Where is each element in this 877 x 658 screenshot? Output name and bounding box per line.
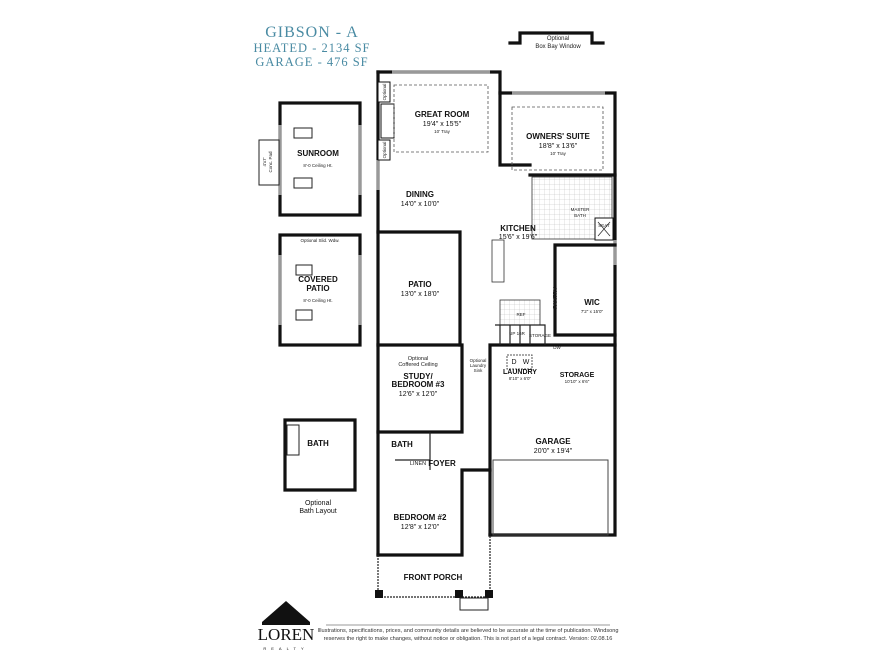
study-note: Optional <box>408 356 429 362</box>
garage-size: 20'0" x 19'4" <box>534 448 573 455</box>
plan-title: Gibson - A <box>265 24 359 41</box>
stairs-label: UP 16R <box>509 331 525 336</box>
bedroom2-size: 12'8" x 12'0" <box>401 524 440 531</box>
disclaimer-line: reserves the right to make changes, with… <box>324 636 613 642</box>
wic-size: 7'2" x 15'0" <box>581 309 604 314</box>
covered-patio-label: COVERED <box>298 275 338 284</box>
room-labels: GREAT ROOM 19'4" x 15'5" 10' Tray OWNERS… <box>262 110 610 582</box>
box-bay-label: Optional <box>547 36 569 42</box>
bedroom2-label: BEDROOM #2 <box>394 513 447 522</box>
sunroom-walls <box>258 101 362 217</box>
optional-bath-label: BATH <box>307 439 329 448</box>
covered-patio-note: Optional Slid. Wdw. <box>300 238 339 243</box>
kitchen-island <box>491 239 505 283</box>
garage-label: GARAGE <box>535 437 571 446</box>
pantry-label: PANTRY <box>553 287 559 309</box>
conc-pad-label: 4'x7' <box>262 157 267 166</box>
covered-patio-ceiling: 8'-0 Ceiling Ht. <box>303 298 332 303</box>
stair-storage-label: STORAGE <box>529 333 551 338</box>
master-bath-label: MASTER <box>571 207 591 212</box>
great-room-size: 19'4" x 15'5" <box>423 121 462 128</box>
dryer-label: D <box>511 359 516 366</box>
plan-title-block: Gibson - A Heated - 2134 SF Garage - 476… <box>253 24 370 69</box>
laundry-label: LAUNDRY <box>503 369 537 376</box>
study-label: BEDROOM #3 <box>392 380 445 389</box>
study-label: STUDY/ <box>403 372 433 381</box>
optional-label: Optional <box>382 142 387 159</box>
garage-area: Garage - 476 SF <box>255 55 368 69</box>
study-note: Coffered Ceiling <box>398 362 437 368</box>
optional-box-bay-window: Optional Box Bay Window <box>508 31 605 50</box>
conc-pad-label: Conc. Pad <box>268 151 273 173</box>
bath-label: BATH <box>391 440 413 449</box>
storage-label: STORAGE <box>560 372 595 379</box>
logo-text: LOREN <box>258 625 315 644</box>
optional-bath-caption: Optional <box>305 500 332 507</box>
kitchen-label: KITCHEN <box>500 224 536 233</box>
optional-bath-walls <box>283 418 357 492</box>
dw-label: DW <box>553 345 561 350</box>
great-room-label: GREAT ROOM <box>415 110 470 119</box>
optional-label: Optional <box>382 84 387 101</box>
owners-suite-label: OWNERS' SUITE <box>526 132 590 141</box>
logo-subtext: REALTY <box>263 646 308 651</box>
laundry-sink-note: Sink <box>474 368 484 373</box>
laundry-sink-note: Laundry <box>470 363 487 368</box>
covered-patio-walls <box>278 233 362 347</box>
patio-label: PATIO <box>408 280 431 289</box>
patio-size: 13'0" x 18'0" <box>401 291 440 298</box>
seat-label: SEAT <box>598 223 610 228</box>
main-house-walls <box>376 70 617 557</box>
kitchen-size: 15'6" x 19'6" <box>499 234 538 241</box>
box-bay-label: Box Bay Window <box>535 44 581 50</box>
sunroom-label: SUNROOM <box>297 149 339 158</box>
sunroom-note: 8'-0 Ceiling Ht. <box>303 163 332 168</box>
wic-label: WIC <box>584 298 600 307</box>
front-porch <box>375 535 493 611</box>
dining-label: DINING <box>406 190 434 199</box>
covered-patio-label: PATIO <box>306 284 329 293</box>
linen-label: LINEN <box>410 461 426 467</box>
washer-label: W <box>523 359 530 366</box>
loren-realty-logo: LOREN REALTY <box>258 601 315 651</box>
study-size: 12'6" x 12'0" <box>399 391 438 398</box>
optional-bath-caption: Bath Layout <box>299 508 336 515</box>
disclaimer-line: Illustrations, specifications, prices, a… <box>318 628 619 634</box>
owners-suite-size: 18'8" x 13'6" <box>539 143 578 150</box>
ref-label: REF <box>517 312 526 317</box>
fireplace-icon <box>380 103 395 139</box>
great-room-note: 10' Tray <box>434 129 451 134</box>
storage-size: 10'10" x 6'6" <box>565 379 590 384</box>
laundry-size: 8'10" x 6'0" <box>509 376 532 381</box>
heated-area: Heated - 2134 SF <box>253 41 370 55</box>
dining-size: 14'0" x 10'0" <box>401 201 440 208</box>
master-bath-label: BATH <box>574 213 586 218</box>
owners-suite-note: 10' Tray <box>550 151 567 156</box>
foyer-label: FOYER <box>428 459 456 468</box>
front-porch-label: FRONT PORCH <box>404 573 463 582</box>
laundry-sink-note: Optional <box>470 358 487 363</box>
